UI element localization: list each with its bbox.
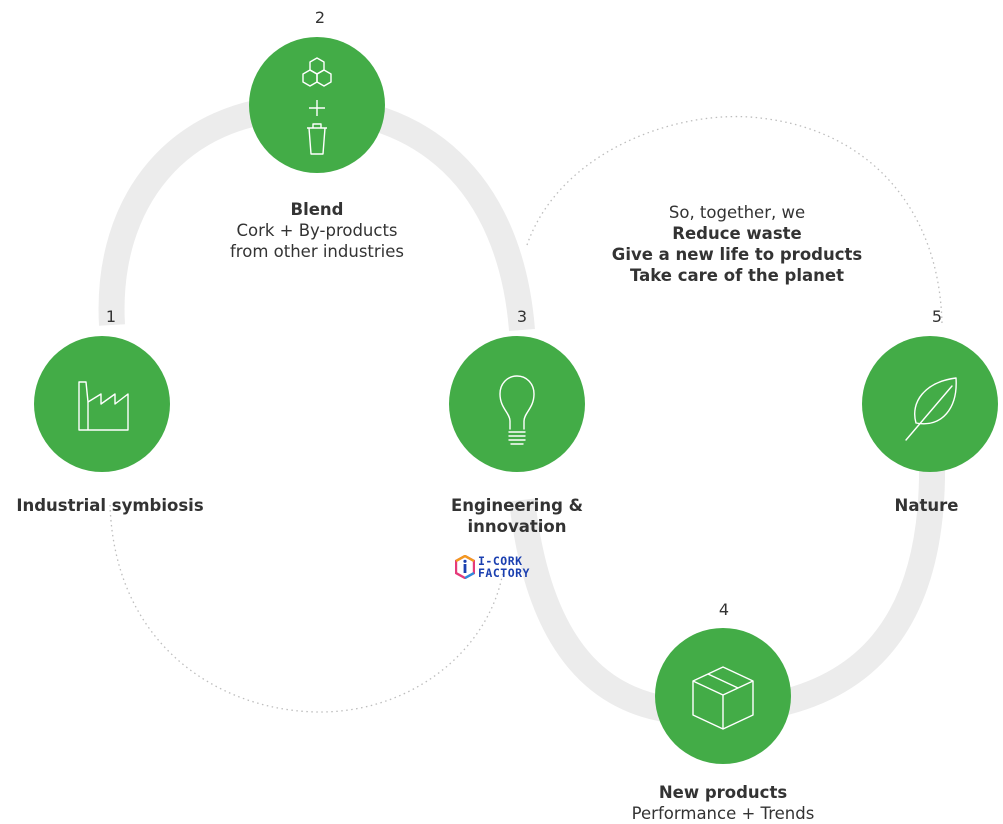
step-3-number: 3	[516, 307, 528, 326]
step-4-label: New products Performance + Trends	[603, 782, 843, 824]
logo-mark-icon	[455, 555, 475, 579]
factory-icon	[78, 381, 129, 431]
step-2-title: Blend	[290, 200, 344, 219]
step-2-label: Blend Cork + By-products from other indu…	[207, 199, 427, 262]
step-1-label: Industrial symbiosis	[0, 495, 220, 516]
step-4-title: New products	[658, 783, 788, 802]
message-point-2: Give a new life to products	[611, 245, 863, 264]
step-5-number: 5	[931, 307, 943, 326]
dotted-connector-right	[526, 115, 943, 326]
leaf-icon	[905, 377, 957, 441]
step-3-circle	[449, 336, 585, 472]
step-4-subtitle-line-1: Performance + Trends	[631, 804, 815, 823]
i-cork-factory-logo: I-CORK FACTORY	[455, 553, 595, 581]
step-3-title-line-2: innovation	[467, 517, 567, 536]
logo-line-1: I-CORK	[478, 554, 523, 568]
lightbulb-icon	[499, 375, 535, 445]
message-intro: So, together, we	[668, 203, 806, 222]
step-1-title: Industrial symbiosis	[16, 496, 204, 515]
step-1-number: 1	[105, 307, 117, 326]
message-point-1: Reduce waste	[672, 224, 802, 243]
message-block: So, together, we Reduce waste Give a new…	[592, 202, 882, 286]
step-2-subtitle-line-2: from other industries	[230, 242, 404, 261]
logo-line-2: FACTORY	[478, 566, 530, 580]
dotted-connector-left	[109, 504, 506, 713]
step-5-label: Nature	[850, 495, 1003, 516]
step-5-circle	[862, 336, 998, 472]
step-5-title: Nature	[894, 496, 959, 515]
step-3-title: Engineering &	[450, 496, 584, 515]
message-point-3: Take care of the planet	[630, 266, 844, 285]
step-4-number: 4	[718, 600, 730, 619]
step-2-number: 2	[314, 8, 326, 27]
step-3-label: Engineering & innovation	[407, 495, 627, 537]
molecule-plus-bin-icon	[302, 57, 332, 155]
step-2-subtitle-line-1: Cork + By-products	[236, 221, 398, 240]
box-icon	[692, 666, 754, 730]
